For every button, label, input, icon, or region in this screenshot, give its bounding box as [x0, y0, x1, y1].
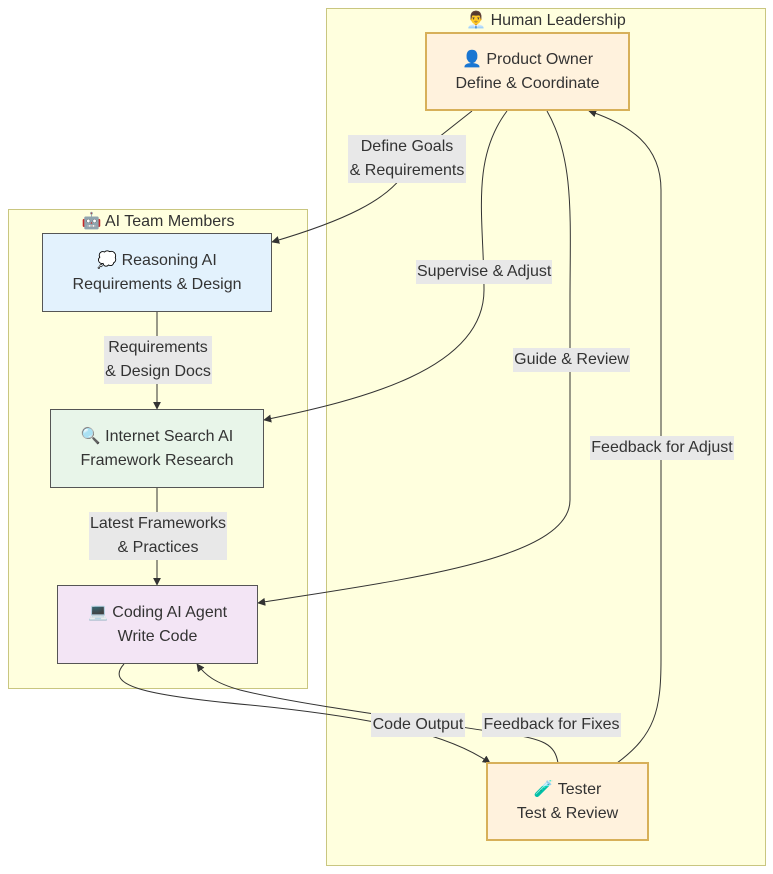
edge-label-guide-review-text: Guide & Review — [514, 351, 629, 368]
tester-title: 🧪 Tester — [533, 780, 602, 798]
edge-label-feedback-fixes: Feedback for Fixes — [482, 713, 621, 737]
internet-search-ai-subtitle: Framework Research — [80, 451, 234, 469]
edge-label-define-goals: Define Goals & Requirements — [348, 135, 466, 183]
edge-label-feedback-fixes-text: Feedback for Fixes — [483, 716, 620, 733]
edge-label-feedback-adjust-text: Feedback for Adjust — [591, 439, 733, 456]
reasoning-ai-node[interactable]: 💭 Reasoning AI Requirements & Design — [42, 233, 272, 312]
edge-label-supervise-adjust-text: Supervise & Adjust — [417, 263, 552, 280]
edge-label-requirements-docs-line2: & Design Docs — [105, 363, 211, 380]
edge-label-code-output: Code Output — [371, 713, 465, 737]
internet-search-ai-node[interactable]: 🔍 Internet Search AI Framework Research — [50, 409, 264, 488]
edge-label-supervise-adjust: Supervise & Adjust — [416, 260, 552, 284]
coding-ai-agent-node[interactable]: 💻 Coding AI Agent Write Code — [57, 585, 258, 664]
product-owner-subtitle: Define & Coordinate — [455, 74, 600, 92]
product-owner-title: 👤 Product Owner — [461, 50, 594, 68]
edge-code-output — [118, 663, 491, 764]
edge-label-define-goals-line1: Define Goals — [360, 138, 454, 155]
product-owner-node[interactable]: 👤 Product Owner Define & Coordinate — [425, 32, 630, 111]
edge-guide-review — [257, 110, 571, 606]
edge-supervise-adjust — [263, 110, 508, 423]
coding-ai-agent-subtitle: Write Code — [117, 627, 198, 645]
edge-label-latest-frameworks-line2: & Practices — [117, 539, 199, 556]
edge-feedback-adjust — [588, 109, 662, 764]
edge-label-latest-frameworks: Latest Frameworks & Practices — [89, 512, 227, 560]
edge-label-guide-review: Guide & Review — [513, 348, 630, 372]
reasoning-ai-subtitle: Requirements & Design — [72, 275, 242, 293]
edge-feedback-fixes — [196, 663, 559, 764]
tester-node[interactable]: 🧪 Tester Test & Review — [486, 762, 649, 841]
internet-search-ai-title: 🔍 Internet Search AI — [80, 427, 234, 445]
reasoning-ai-title: 💭 Reasoning AI — [97, 251, 217, 269]
edge-label-define-goals-line2: & Requirements — [349, 162, 465, 179]
edge-label-requirements-docs: Requirements & Design Docs — [104, 336, 212, 384]
tester-subtitle: Test & Review — [516, 804, 619, 822]
ai-team-cluster-title: 🤖 AI Team Members — [81, 213, 235, 230]
edge-label-latest-frameworks-line1: Latest Frameworks — [90, 515, 227, 532]
coding-ai-agent-title: 💻 Coding AI Agent — [87, 603, 228, 621]
human-leadership-cluster-title: 👨‍💼 Human Leadership — [466, 12, 626, 29]
edge-label-feedback-adjust: Feedback for Adjust — [590, 436, 734, 460]
edge-label-requirements-docs-line1: Requirements — [108, 339, 208, 356]
edge-label-code-output-text: Code Output — [372, 716, 464, 733]
